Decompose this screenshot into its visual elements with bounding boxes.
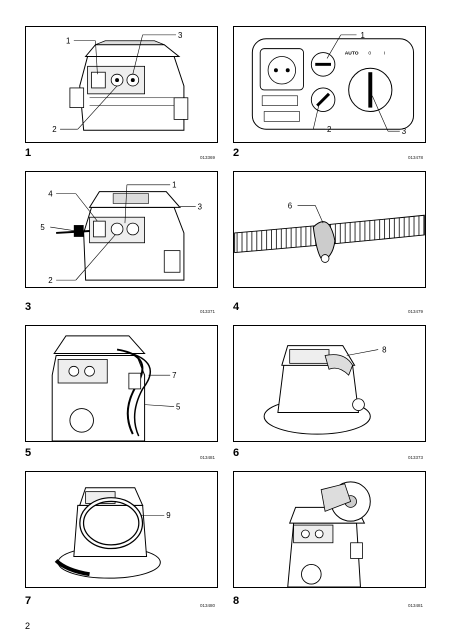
figure-4-illustration: 6 [234, 201, 425, 263]
figure-2-panel: AUTO 0 I 1 2 3 [233, 26, 426, 143]
figure-1-number: 1 [25, 147, 32, 159]
figure-3-callout-3: 3 [198, 202, 203, 211]
figure-3-illustration: 4 1 3 5 2 [40, 181, 203, 285]
figure-2-dial-0: 0 [368, 51, 371, 57]
figure-7-illustration: 9 [54, 487, 171, 579]
figure-3-callout-2: 2 [48, 276, 52, 285]
figure-2-dial-auto: AUTO [345, 51, 359, 57]
figure-7-code: 013480 [200, 603, 216, 608]
figure-5-callout-7: 7 [172, 371, 176, 380]
figure-3-callout-1: 1 [172, 181, 176, 190]
figure-1-callout-1: 1 [66, 37, 70, 46]
figure-4-number: 4 [233, 301, 240, 313]
figure-3-number: 3 [25, 301, 32, 313]
figure-1-callout-2: 2 [52, 125, 56, 134]
figure-7-panel: 9 [25, 471, 218, 588]
figure-2-callout-1: 1 [360, 31, 364, 40]
figure-8-code: 013481 [408, 603, 424, 608]
figure-6-number: 6 [233, 447, 240, 459]
figure-7-number: 7 [25, 595, 32, 607]
figure-8-illustration [287, 481, 371, 587]
figure-2-callout-2: 2 [327, 125, 331, 134]
figure-2-code: 013478 [408, 155, 424, 160]
figure-4-code: 013479 [408, 309, 424, 314]
figure-7-callout-9: 9 [166, 511, 170, 520]
figure-5-illustration: 7 5 [51, 335, 181, 441]
figure-3-panel: 4 1 3 5 2 [25, 171, 218, 288]
figure-5-code: 013481 [200, 455, 216, 460]
figure-2-callout-3: 3 [402, 127, 407, 136]
figure-6-panel: 8 [233, 325, 426, 442]
figure-5-number: 5 [25, 447, 32, 459]
figure-5-callout-5: 5 [176, 403, 181, 412]
page-number: 2 [25, 621, 31, 631]
figure-4-panel: 6 [233, 171, 426, 288]
figure-6-code: 013373 [408, 455, 424, 460]
figure-3-callout-5: 5 [40, 223, 45, 232]
figure-5-panel: 7 5 [25, 325, 218, 442]
figure-2-number: 2 [233, 147, 240, 159]
figure-6-callout-8: 8 [382, 346, 387, 355]
figure-3-code: 013371 [200, 309, 216, 314]
figure-1-panel: 1 3 2 [25, 26, 218, 143]
figure-1-callout-3: 3 [178, 31, 183, 40]
figure-3-callout-4: 4 [48, 190, 53, 199]
figure-1-code: 013369 [200, 155, 216, 160]
figure-1-illustration: 1 3 2 [52, 31, 189, 134]
figure-2-dial-i: I [384, 51, 385, 57]
figure-8-panel [233, 471, 426, 588]
figure-8-number: 8 [233, 595, 240, 607]
figure-4-callout-6: 6 [288, 201, 293, 210]
figure-6-illustration: 8 [263, 345, 387, 435]
figure-2-illustration: AUTO 0 I 1 2 3 [251, 31, 415, 136]
